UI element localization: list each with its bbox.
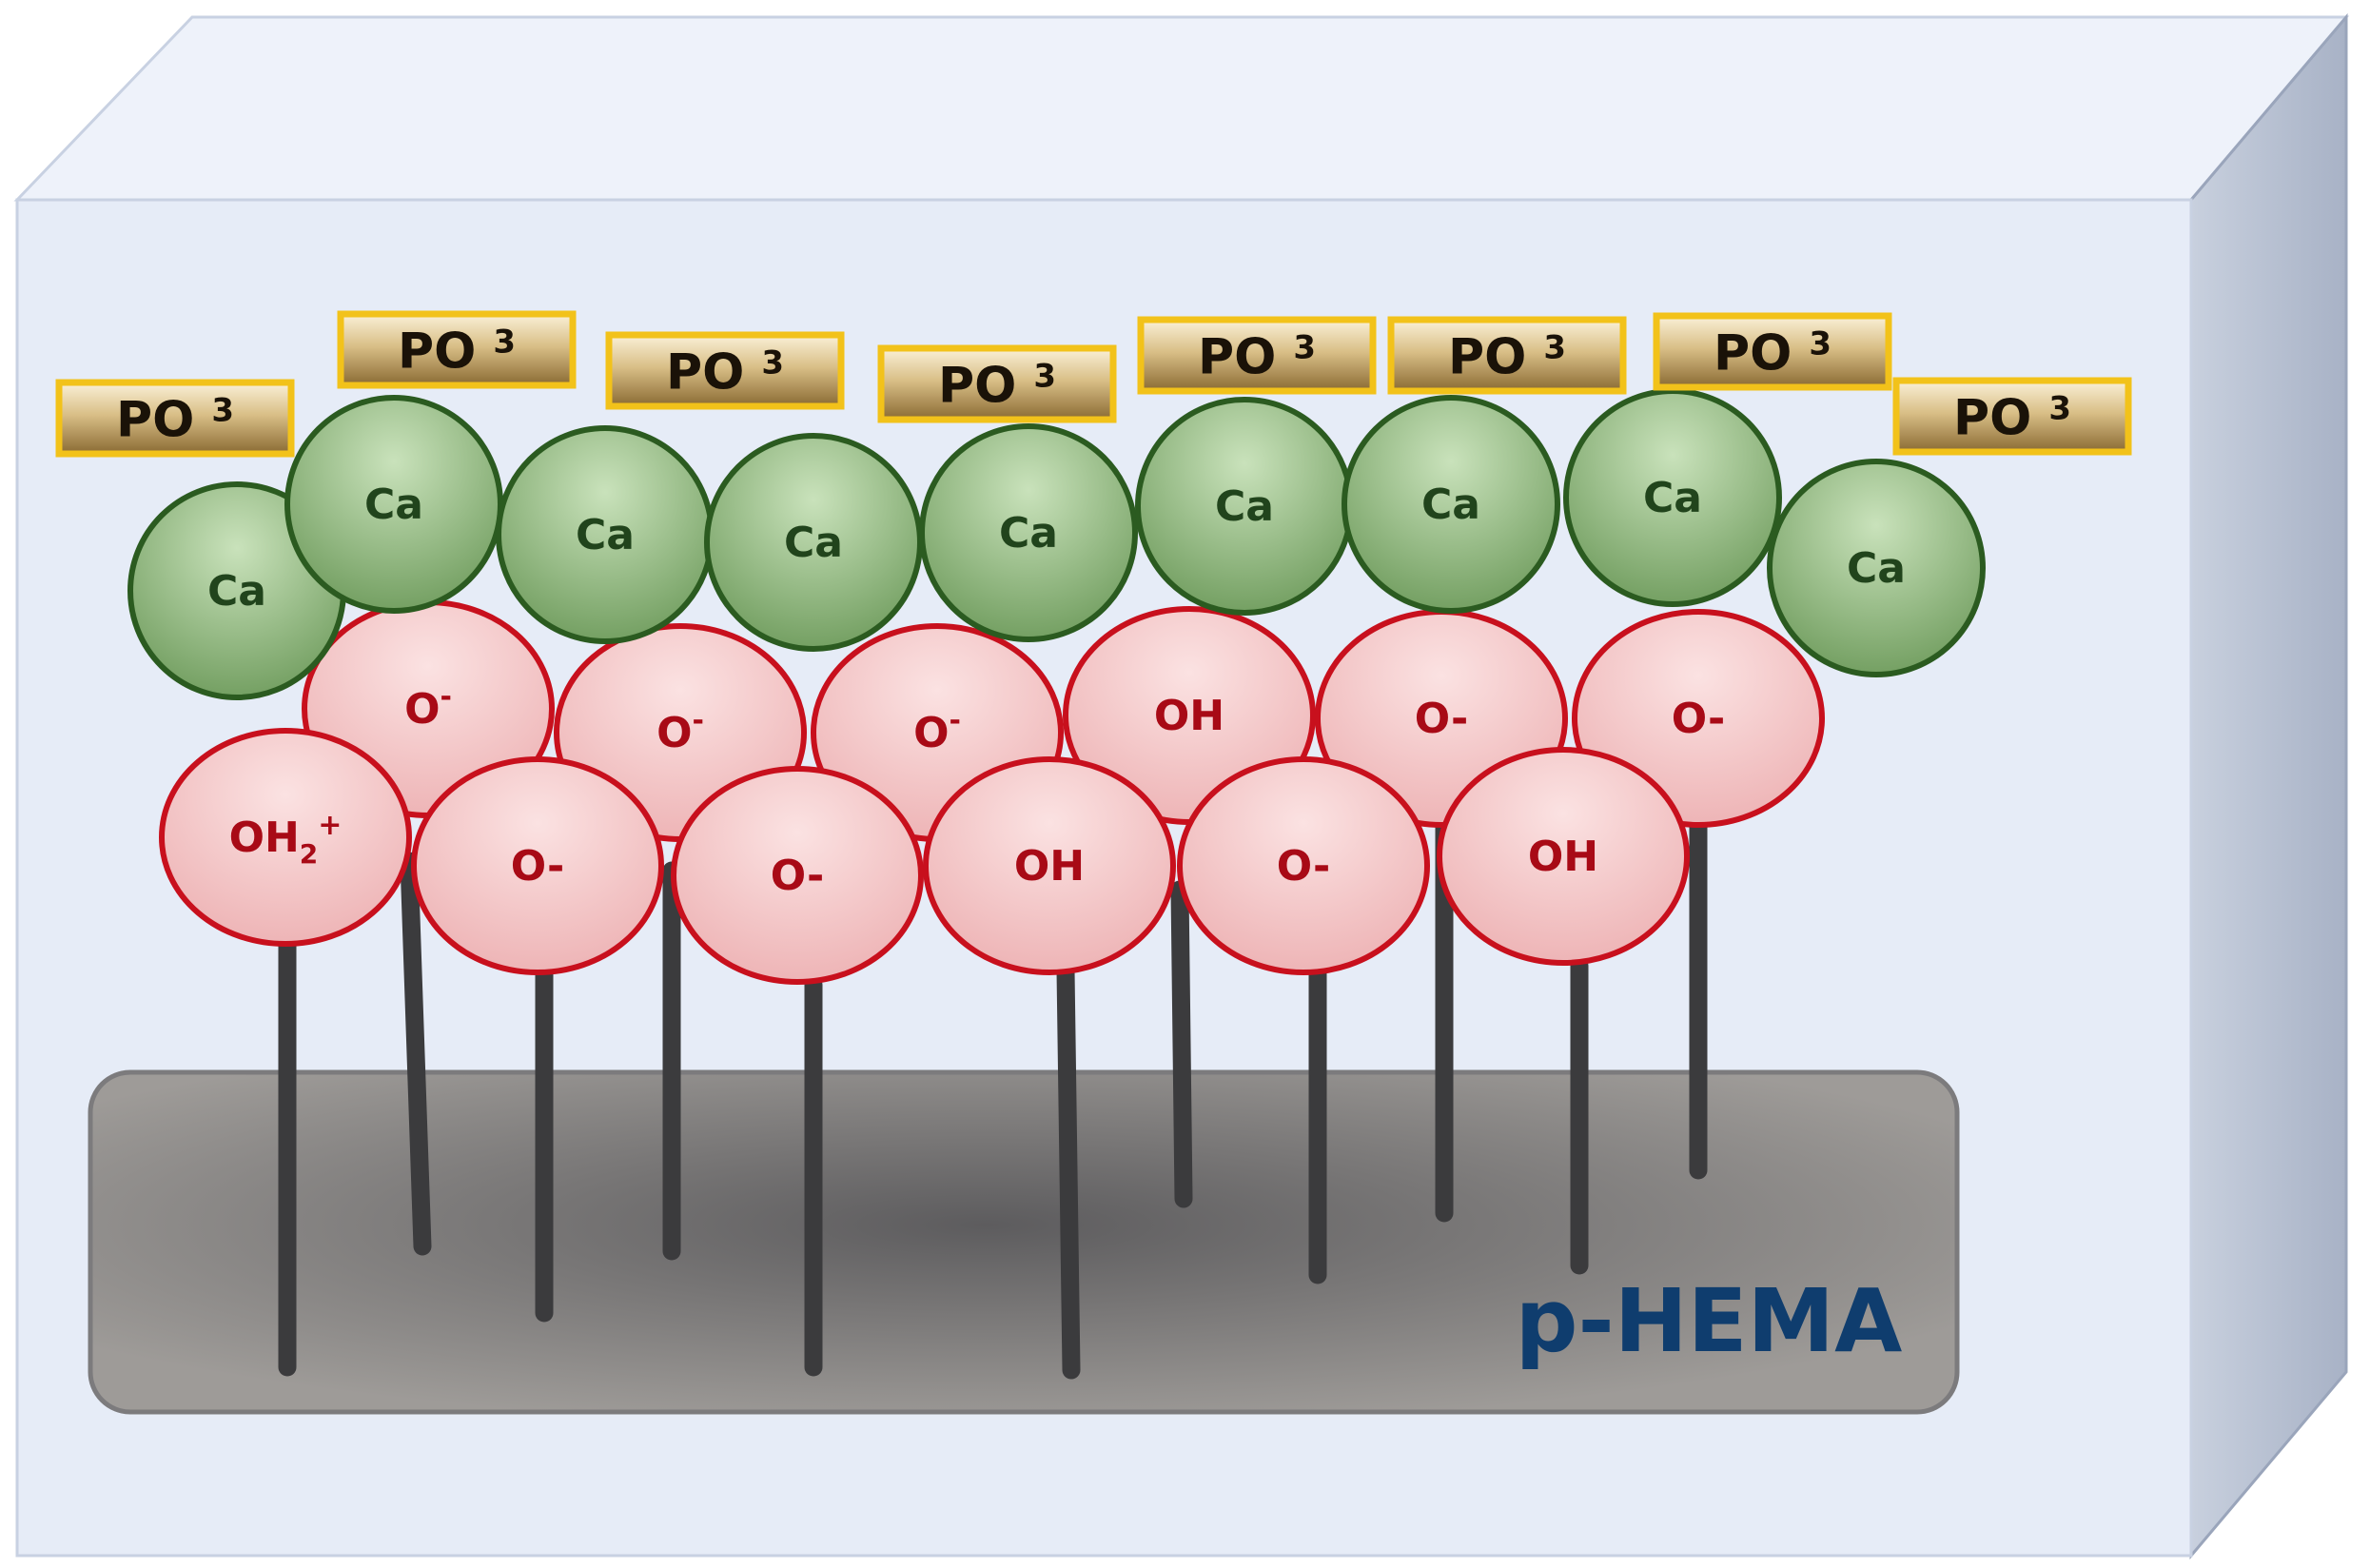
phosphate-label: PO 3 (938, 358, 1056, 415)
phosphate-box (55, 379, 295, 458)
calcium-ion: Ca (1342, 395, 1560, 614)
surface-group-label: OH (1014, 842, 1085, 891)
calcium-label: Ca (784, 519, 843, 567)
surface-group-label: OH (1154, 692, 1224, 740)
surface-group-label: OH2+ (229, 809, 343, 870)
surface-group: O- (1177, 756, 1430, 975)
phosphate-group: PO 3 (877, 344, 1117, 423)
calcium-circle (1767, 459, 1986, 677)
calcium-ion: Ca (704, 433, 923, 652)
phosphate-group: PO 3 (1892, 377, 2132, 456)
surface-group-label: O- (771, 852, 824, 900)
calcium-circle (1563, 388, 1782, 607)
surface-group: OH (1437, 747, 1690, 966)
polymer-chain (1170, 880, 1193, 1208)
calcium-label: Ca (207, 567, 266, 616)
surface-group: OH (923, 756, 1176, 975)
phosphate-groups: PO 3 PO 3 PO 3 PO 3 PO 3 PO 3 PO 3 PO 3 (55, 310, 2132, 458)
surface-group-label: O- (1277, 842, 1330, 891)
calcium-label: Ca (576, 511, 635, 559)
phosphate-box (877, 344, 1117, 423)
calcium-label: Ca (999, 509, 1058, 558)
calcium-ion: Ca (284, 395, 503, 614)
surface-group-ellipse (671, 766, 924, 985)
phosphate-box (605, 331, 845, 410)
surface-group-label: O- (511, 842, 564, 891)
phosphate-label: PO 3 (398, 323, 516, 381)
phosphate-label: PO 3 (116, 392, 234, 449)
calcium-ion: Ca (1767, 459, 1986, 677)
phosphate-box (1892, 377, 2132, 456)
box-top-face (13, 15, 2350, 202)
calcium-ion: Ca (1135, 397, 1354, 616)
calcium-label: Ca (1421, 480, 1480, 529)
surface-group-label: O- (656, 704, 704, 757)
calcium-label: Ca (1215, 482, 1274, 531)
phosphate-group: PO 3 (1137, 316, 1377, 395)
polymer-chains (278, 804, 1708, 1380)
calcium-ion: Ca (496, 425, 715, 644)
phosphate-label: PO 3 (1448, 329, 1566, 386)
surface-groups-front: OH2+ O- O- OH O- OH (159, 728, 1690, 985)
calcium-label: Ca (1847, 544, 1906, 593)
substrate-label: p-HEMA (1516, 1270, 1903, 1372)
polymer-chain (400, 852, 432, 1256)
surface-group: O- (411, 756, 664, 975)
box-side-face (2189, 12, 2348, 1560)
phosphate-group: PO 3 (1653, 312, 1892, 391)
phosphate-group: PO 3 (1387, 316, 1627, 395)
surface-group-ellipse (923, 756, 1176, 975)
surface-group-ellipse (411, 756, 664, 975)
phosphate-label: PO 3 (1198, 329, 1316, 386)
surface-group-label: O- (1672, 695, 1725, 743)
surface-group-ellipse (1437, 747, 1690, 966)
substrate-block (88, 1069, 1960, 1415)
surface-group: O- (671, 766, 924, 985)
polymer-chain (1056, 961, 1081, 1380)
phosphate-label: PO 3 (1714, 325, 1831, 382)
surface-group-ellipse (1177, 756, 1430, 975)
surface-group-label: OH (1528, 833, 1598, 881)
phosphate-group: PO 3 (337, 310, 577, 389)
phosphate-group: PO 3 (605, 331, 845, 410)
surface-group: OH2+ (159, 728, 412, 947)
phosphate-label: PO 3 (1953, 390, 2071, 447)
phosphate-box (1137, 316, 1377, 395)
calcium-ion: Ca (919, 423, 1138, 642)
phosphate-group: PO 3 (55, 379, 295, 458)
phosphate-label: PO 3 (666, 344, 784, 402)
calcium-label: Ca (364, 480, 423, 529)
calcium-circle (919, 423, 1138, 642)
surface-group-label: O- (1415, 695, 1468, 743)
calcium-ion: Ca (1563, 388, 1782, 607)
calcium-label: Ca (1643, 474, 1702, 522)
surface-group-label: O- (404, 680, 452, 734)
phosphate-box (1387, 316, 1627, 395)
surface-group-label: O- (913, 704, 961, 757)
phosphate-box (337, 310, 577, 389)
phosphate-box (1653, 312, 1892, 391)
surface-group-ellipse (159, 728, 412, 947)
calcium-circle (1342, 395, 1560, 614)
